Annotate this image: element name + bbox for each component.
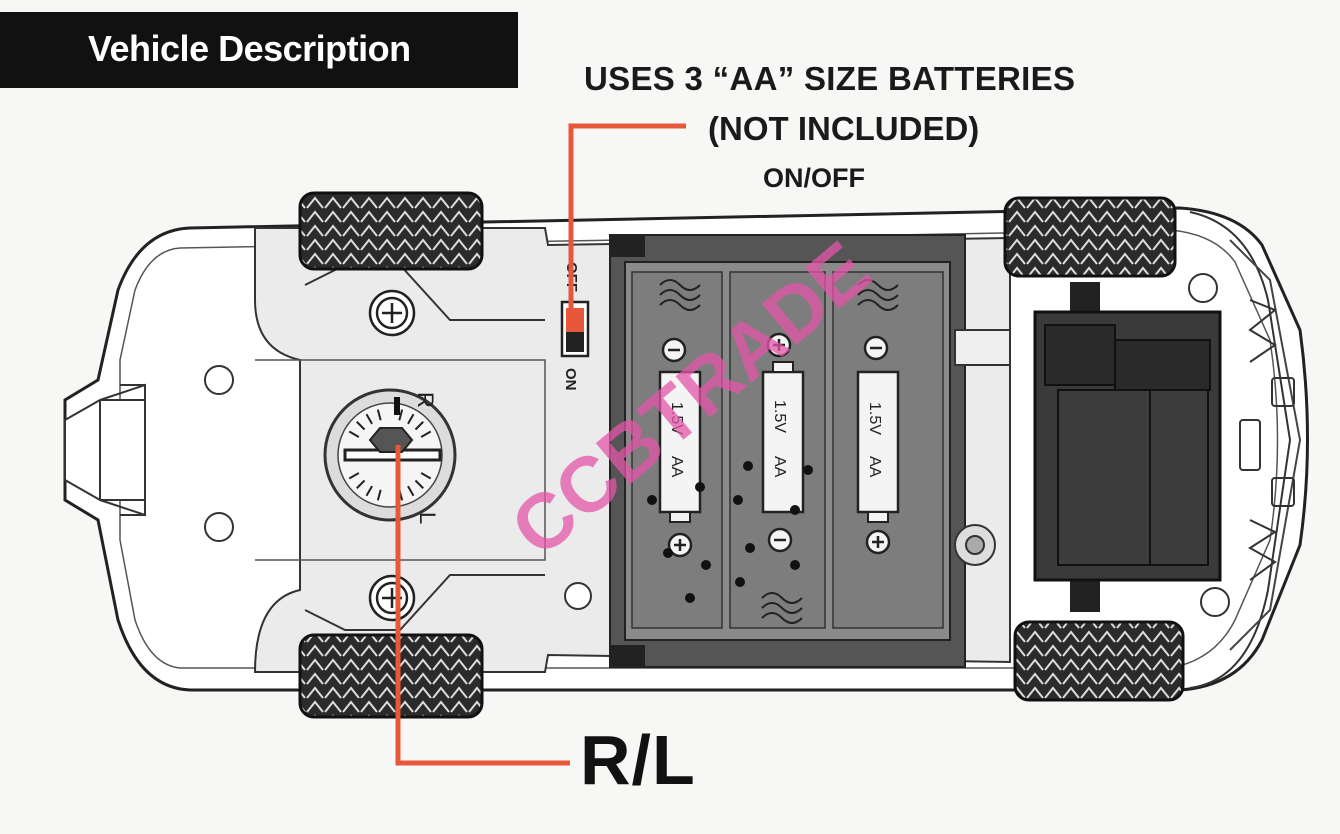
polarity-plus-icon: [667, 532, 693, 558]
not-included-note: (NOT INCLUDED): [708, 110, 980, 147]
screw: [368, 289, 416, 337]
header-bar: [0, 12, 518, 88]
battery-1-size: AA: [668, 456, 685, 478]
wheel-front-right: [1013, 620, 1185, 702]
wheel-rear-left: [298, 191, 484, 271]
power-switch-callout: [568, 123, 686, 312]
battery-2-size: AA: [771, 456, 788, 478]
wheel-rear-right: [298, 633, 484, 719]
steering-callout: [395, 445, 570, 766]
mount-hole: [204, 512, 234, 542]
motor-housing: [1033, 282, 1222, 612]
battery-spring: [659, 279, 899, 624]
steering-rl-label: R/L: [580, 721, 696, 799]
battery-3-voltage: 1.5V: [866, 402, 883, 435]
polarity-plus-icon: [766, 332, 792, 358]
screw: [368, 574, 416, 622]
rear-hitch: [64, 383, 146, 517]
polarity-minus-icon: [767, 527, 793, 553]
polarity-minus-icon: [661, 337, 687, 363]
switch-on-label: ON: [562, 368, 579, 391]
battery-cell: [761, 361, 805, 514]
steering-dial: [323, 388, 457, 522]
battery-2-voltage: 1.5V: [771, 400, 788, 433]
mount-hole: [204, 365, 234, 395]
battery-cell: [856, 370, 900, 523]
front-grille: [1239, 299, 1295, 581]
battery-1-voltage: 1.5V: [668, 402, 685, 435]
polarity-plus-icon: [865, 529, 891, 555]
contact-dots: [647, 461, 813, 603]
power-switch[interactable]: [560, 300, 590, 358]
battery-note: USES 3 “AA” SIZE BATTERIES: [584, 60, 1076, 97]
polarity-minus-icon: [863, 335, 889, 361]
steering-l-label: L: [415, 512, 440, 524]
battery-cell: [658, 370, 702, 523]
steering-r-label: R: [413, 392, 438, 408]
page-title: Vehicle Description: [88, 28, 411, 69]
wheel-front-left: [1003, 196, 1177, 278]
on-off-label: ON/OFF: [763, 163, 865, 193]
side-tab: [954, 329, 1011, 366]
battery-3-size: AA: [866, 456, 883, 478]
